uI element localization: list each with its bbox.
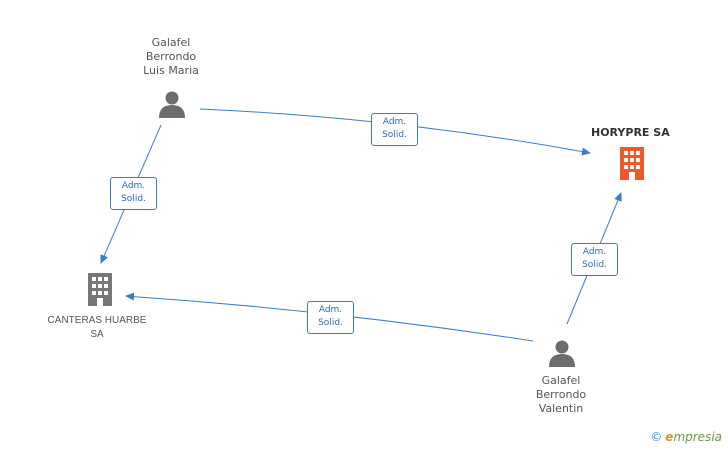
company-name[interactable]: HORYPRE SA xyxy=(591,126,670,139)
edge-label[interactable]: Adm. Solid. xyxy=(571,243,618,276)
brand-logo: ©empresia xyxy=(650,430,722,444)
person-icon[interactable] xyxy=(549,340,575,368)
edge-label[interactable]: Adm. Solid. xyxy=(307,301,354,334)
edge-label[interactable]: Adm. Solid. xyxy=(110,177,157,210)
brand-name: mpresia xyxy=(673,430,722,444)
copyright-icon: © xyxy=(650,430,663,444)
person-name[interactable]: Galafel Berrondo Luis Maria xyxy=(143,36,199,77)
building-icon[interactable] xyxy=(88,273,112,306)
company-name[interactable]: CANTERAS HUARBE SA xyxy=(47,315,147,340)
brand-e: e xyxy=(665,430,674,444)
person-name[interactable]: Galafel Berrondo Valentin xyxy=(535,374,587,415)
person-icon[interactable] xyxy=(159,91,185,119)
edge-label[interactable]: Adm. Solid. xyxy=(371,113,418,146)
building-icon[interactable] xyxy=(620,147,644,180)
